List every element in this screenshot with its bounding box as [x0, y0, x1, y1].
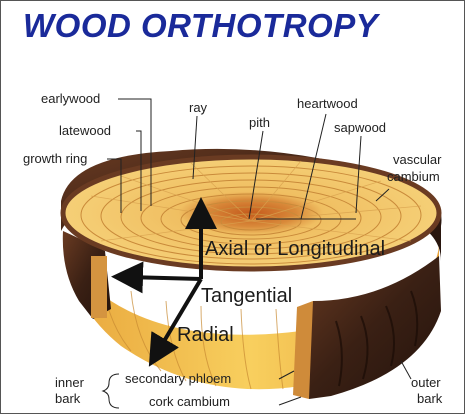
tangential-arrow	[127, 277, 201, 279]
cork-cambium-label: cork cambium	[149, 394, 230, 409]
tangential-label: Tangential	[201, 285, 292, 307]
vascular-label: vascular	[393, 152, 442, 167]
earlywood-label: earlywood	[41, 91, 100, 106]
sapwood-label: sapwood	[334, 120, 386, 135]
secondary-phloem-label: secondary phloem	[125, 371, 231, 386]
pith-label: pith	[249, 115, 270, 130]
heartwood-label: heartwood	[297, 96, 358, 111]
radial-label: Radial	[177, 324, 234, 346]
cambium-label: cambium	[387, 169, 440, 184]
axial-label: Axial or Longitudinal	[205, 238, 385, 260]
inner-bark-label-line1: inner	[55, 375, 85, 390]
outer-bark-label-line2: bark	[417, 391, 443, 406]
ray-label: ray	[189, 100, 208, 115]
latewood-label: latewood	[59, 123, 111, 138]
left-cut-face	[91, 256, 107, 318]
outer-bark-label-line1: outer	[411, 375, 441, 390]
growth-ring-label: growth ring	[23, 151, 87, 166]
inner-bark-label-line2: bark	[55, 391, 81, 406]
